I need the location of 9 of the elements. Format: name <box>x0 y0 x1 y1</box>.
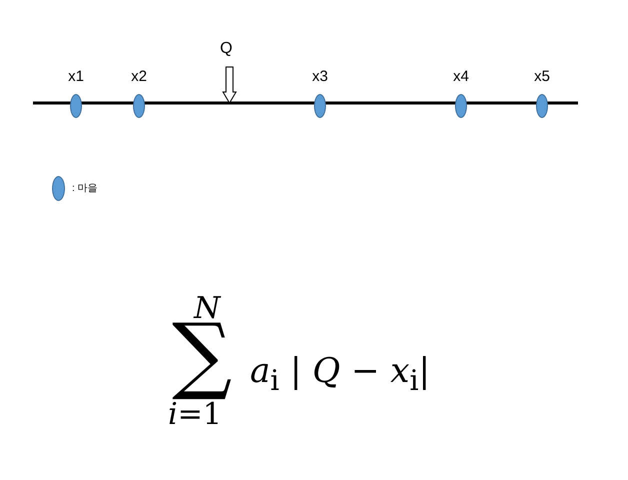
legend-text: : 마을 <box>72 182 98 195</box>
arrow-label: Q <box>220 41 232 57</box>
point-label: x4 <box>452 68 470 86</box>
point-label: x5 <box>533 68 551 86</box>
point-label: x1 <box>67 68 85 86</box>
summand-expression: a$_{i}$ | Q − x$_{i}$| <box>250 354 430 396</box>
lower-limit: i=1 <box>168 400 222 430</box>
point-label: x3 <box>311 68 329 86</box>
point-label: x2 <box>130 68 148 86</box>
